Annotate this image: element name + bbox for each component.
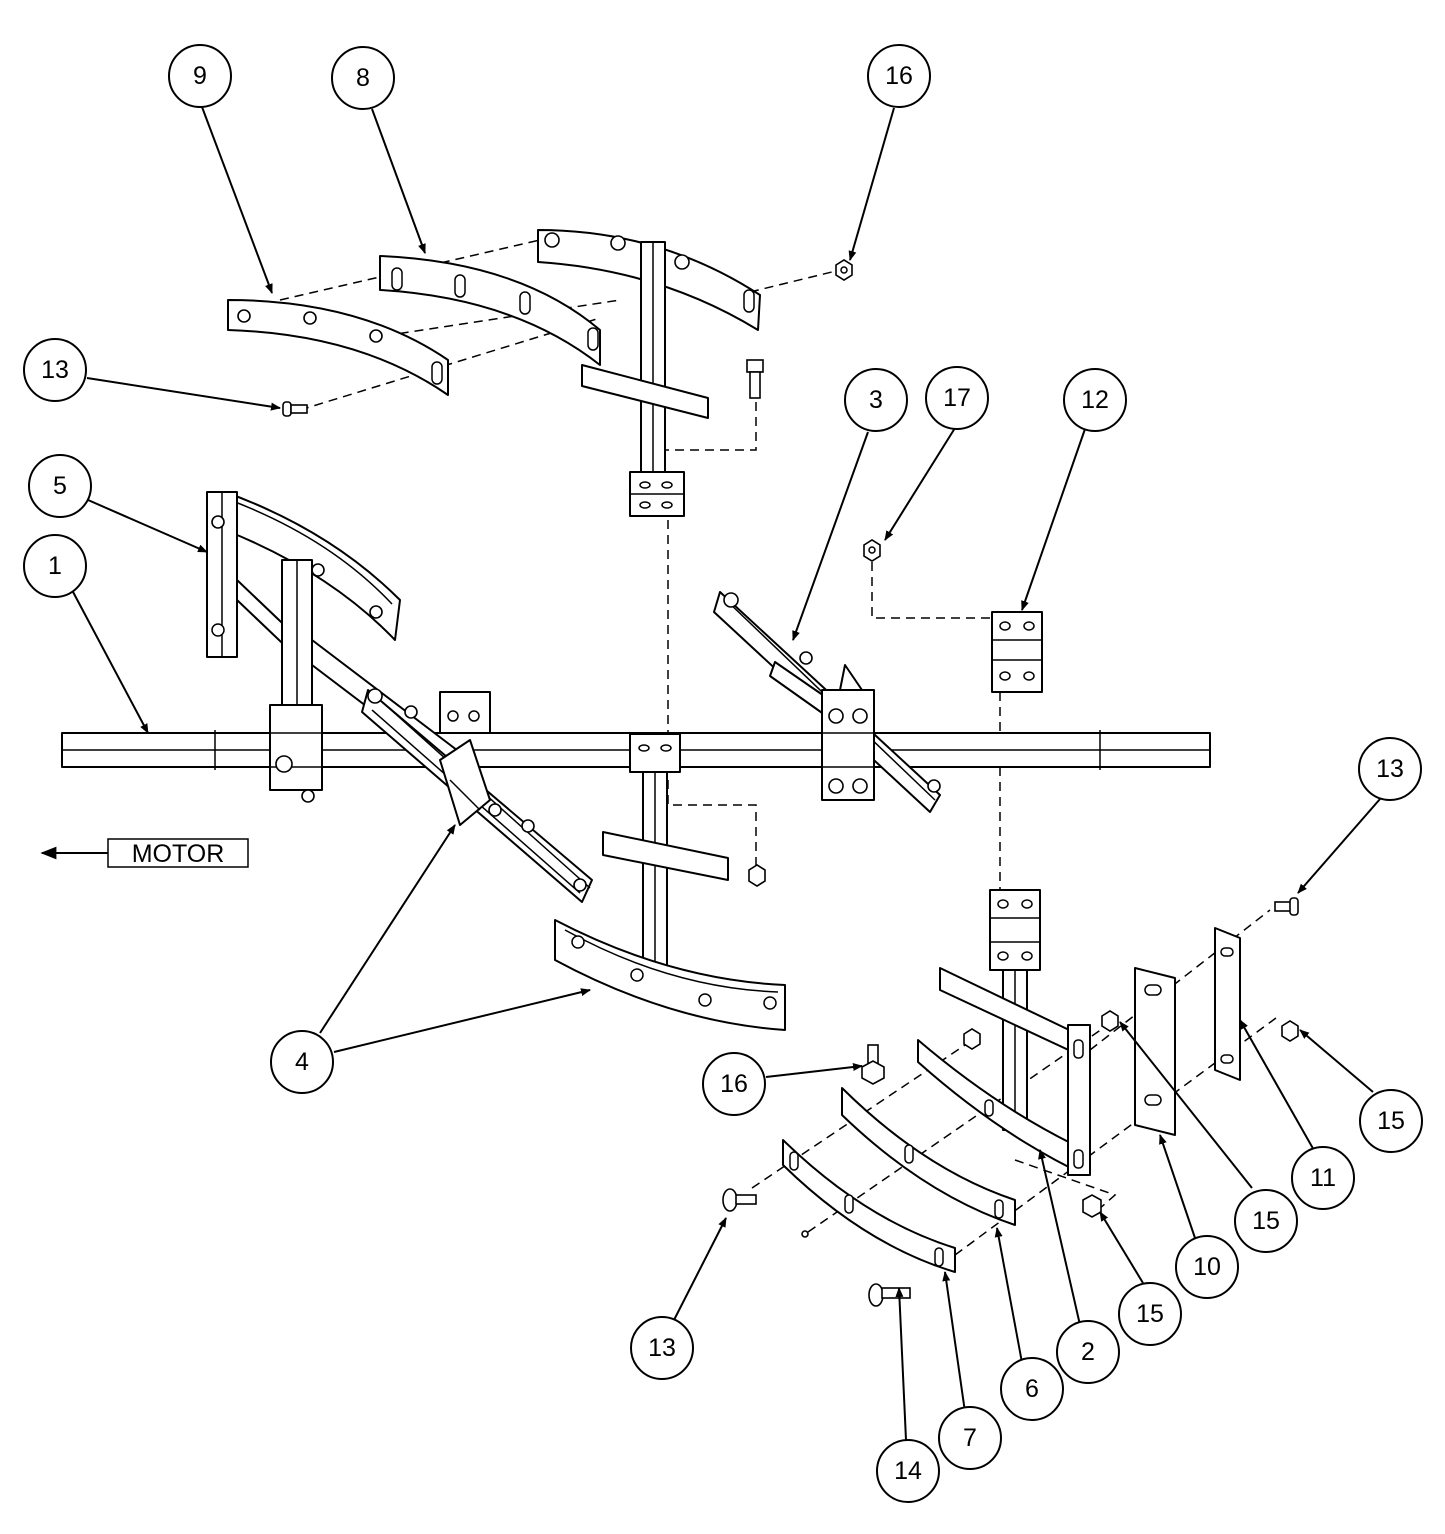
- callout-number: 4: [295, 1048, 309, 1076]
- callout-number: 2: [1081, 1338, 1095, 1366]
- callout-number: 11: [1310, 1164, 1336, 1192]
- callout-bubble: 13: [1358, 737, 1422, 801]
- callout-number: 10: [1193, 1253, 1221, 1281]
- callout-number: 9: [193, 62, 207, 90]
- callout-bubble: 5: [28, 454, 92, 518]
- callout-number: 13: [41, 356, 69, 384]
- callout-bubble: 16: [702, 1052, 766, 1116]
- callout-number: 15: [1252, 1207, 1280, 1235]
- callout-number: 16: [720, 1070, 748, 1098]
- callout-bubble: 14: [876, 1439, 940, 1503]
- callout-number: 6: [1025, 1375, 1039, 1403]
- callout-number: 12: [1081, 386, 1109, 414]
- leader-lines: [71, 106, 1381, 1441]
- callout-number: 17: [943, 384, 971, 412]
- callout-bubble: 16: [867, 44, 931, 108]
- callout-number: 3: [869, 386, 883, 414]
- callout-number: 14: [894, 1457, 922, 1485]
- callout-number: 15: [1377, 1107, 1405, 1135]
- callout-number: 5: [53, 472, 67, 500]
- clamp-12: [863, 539, 1043, 693]
- callout-number: 8: [356, 64, 370, 92]
- callout-bubble: 1: [23, 534, 87, 598]
- top-paddle-assembly: [227, 229, 853, 517]
- callout-bubble: 15: [1359, 1089, 1423, 1153]
- callout-number: 7: [963, 1424, 977, 1452]
- callout-number: 1: [48, 552, 62, 580]
- callout-bubble: 12: [1063, 368, 1127, 432]
- callout-bubble: 7: [938, 1406, 1002, 1470]
- callout-bubble: 3: [844, 368, 908, 432]
- callout-bubble: 4: [270, 1030, 334, 1094]
- callout-bubble: 8: [331, 46, 395, 110]
- callout-bubble: 10: [1175, 1235, 1239, 1299]
- right-lower-assembly: [722, 889, 1299, 1307]
- callout-number: 13: [1376, 755, 1404, 783]
- left-paddle-assembly: [206, 491, 593, 903]
- center-lower-arm: [554, 733, 786, 1031]
- callout-bubble: 13: [23, 338, 87, 402]
- callout-bubble: 11: [1291, 1146, 1355, 1210]
- callout-bubble: 17: [925, 366, 989, 430]
- right-diagonal-arm: [713, 591, 941, 813]
- callout-number: 15: [1136, 1300, 1164, 1328]
- motor-label: MOTOR: [132, 840, 225, 868]
- callout-bubble: 15: [1118, 1282, 1182, 1346]
- callout-number: 13: [648, 1334, 676, 1362]
- callout-bubble: 6: [1000, 1357, 1064, 1421]
- motor-indicator: MOTOR: [40, 838, 249, 868]
- callout-bubble: 13: [630, 1316, 694, 1380]
- callout-bubbles: 9 8 16 13 3 17 12 5 1 13 4 16 15 15 11 1…: [23, 44, 1423, 1503]
- callout-bubble: 9: [168, 44, 232, 108]
- callout-bubble: 15: [1234, 1189, 1298, 1253]
- callout-bubble: 2: [1056, 1320, 1120, 1384]
- callout-number: 16: [885, 62, 913, 90]
